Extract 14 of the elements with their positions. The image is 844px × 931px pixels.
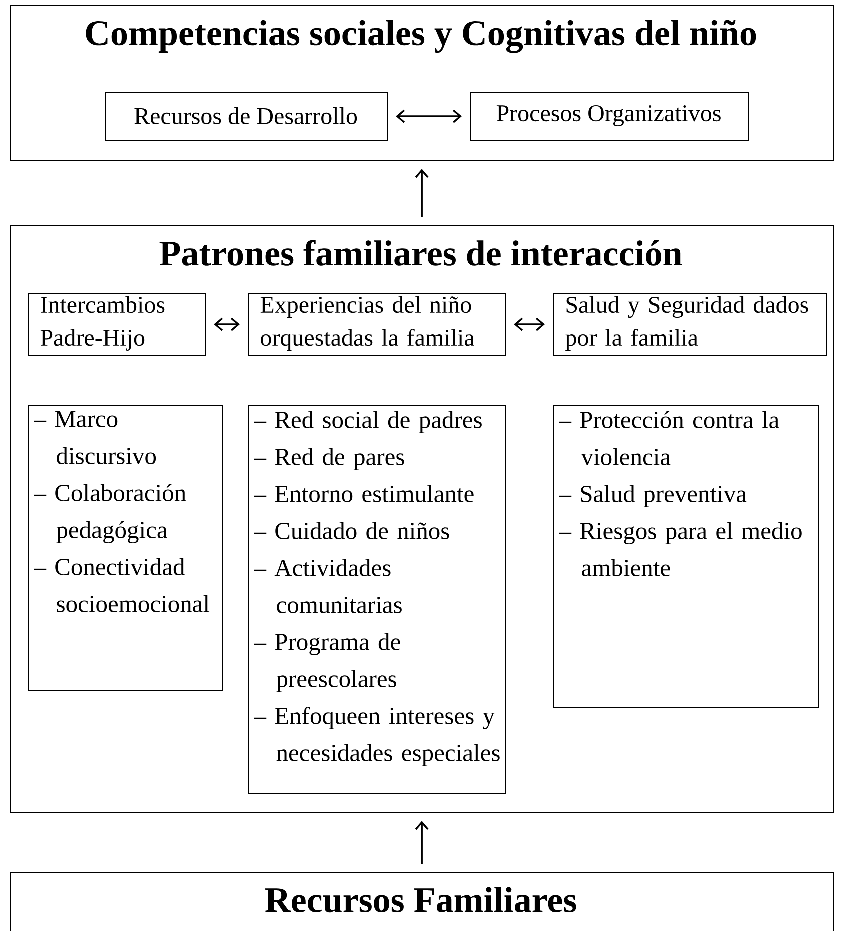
arrow xyxy=(396,110,462,124)
section-box: Recursos Familiares xyxy=(10,872,834,931)
arrow xyxy=(514,318,545,332)
arrow xyxy=(415,169,429,217)
label-box: Salud y Seguridad dados por la familia xyxy=(553,293,828,356)
arrow xyxy=(214,318,240,332)
arrow xyxy=(415,821,429,864)
list-box: – Red social de padres – Red de pares – Entorno estimulante – Cuidado de niños – Actividades comunitarias – Programa de preescolares – Enfoqueen intereses y necesidades especiales xyxy=(248,405,506,794)
label-box: Intercambios Padre-Hijo xyxy=(28,293,206,356)
label-box: Recursos de Desarrollo xyxy=(105,92,388,142)
label-box: Experiencias del niño orquestadas la familia xyxy=(248,293,506,356)
list-box: – Marco discursivo – Colaboración pedagógica – Conectividad socioemocional xyxy=(28,405,224,692)
label-box: Procesos Organizativos xyxy=(470,92,750,142)
list-box: – Protección contra la violencia – Salud preventiva – Riesgos para el medio ambiente xyxy=(553,405,820,708)
